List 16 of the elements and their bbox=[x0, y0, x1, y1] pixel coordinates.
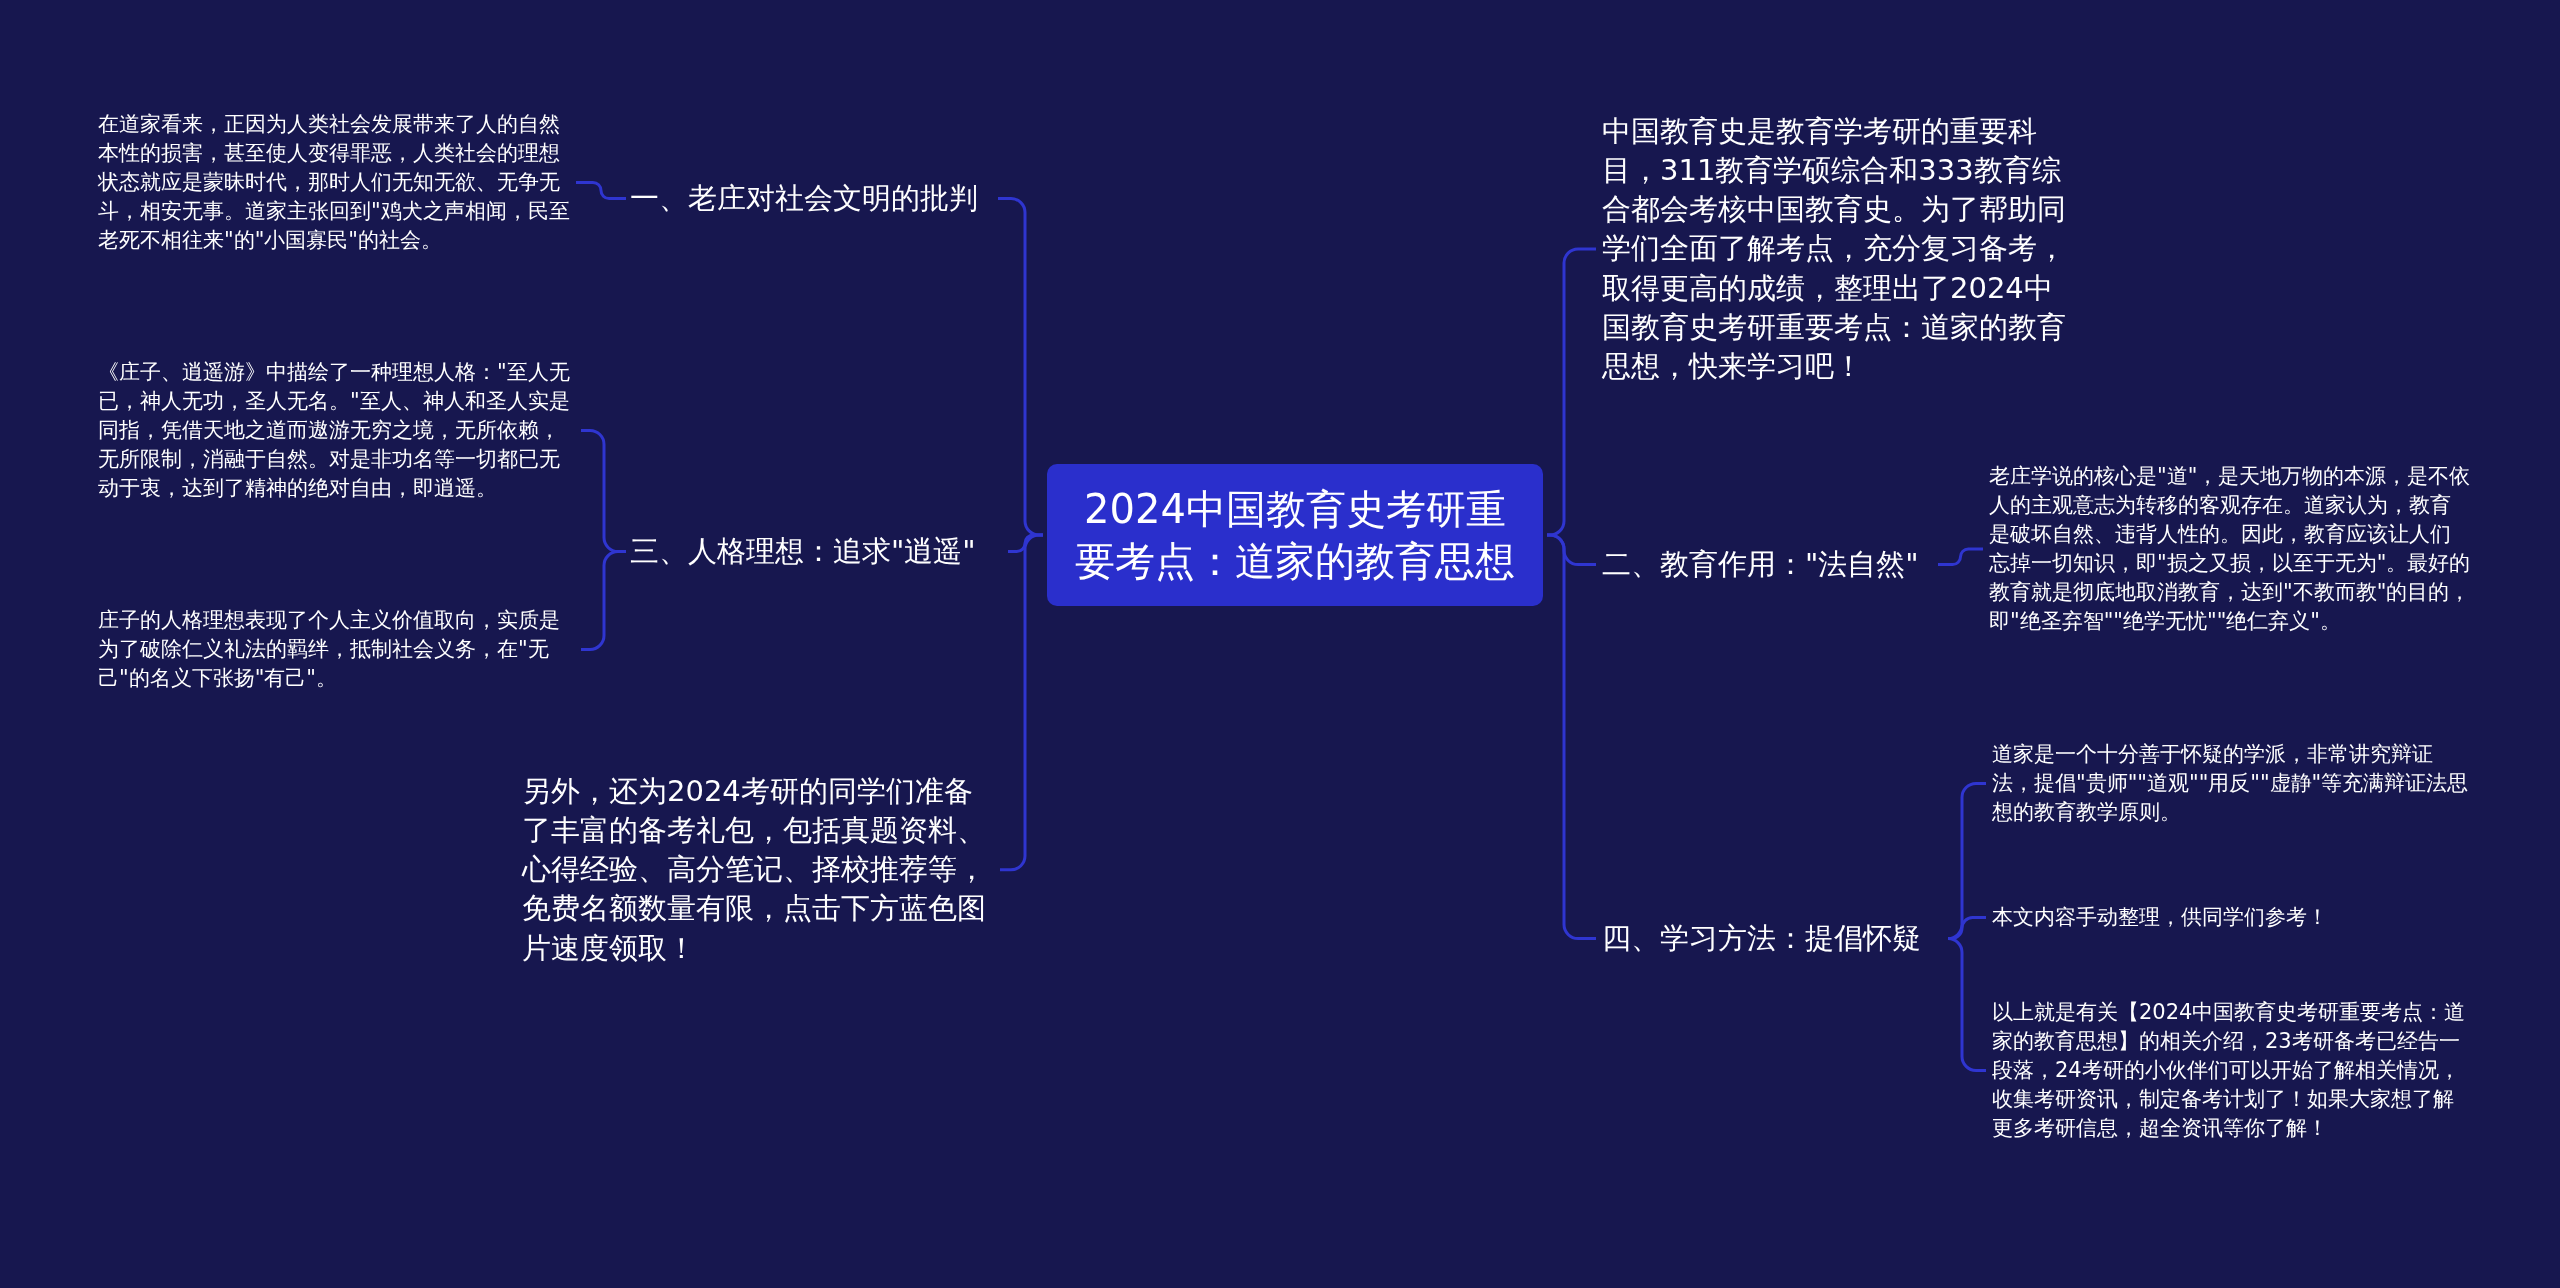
branch-topic-text: 一、老庄对社会文明的批判 bbox=[630, 179, 992, 219]
connector-line bbox=[1938, 547, 1983, 567]
note-text: 老庄学说的核心是"道"，是天地万物的本源，是不依人的主观意志为转移的客观存在。道家认为，教育是破坏自然、违背人性的。因此，教育应该让人们忘掉一切知识，即"损之又损，以至于无为"。最好的教育就是彻底地取消教育，达到"不教而教"的目的，即"绝圣弃智""绝学无忧""绝仁弃义"。 bbox=[1989, 462, 2471, 636]
note-text: 庄子的人格理想表现了个人主义价值取向，实质是为了破除仁义礼法的羁绊，抵制社会义务，在"无己"的名义下张扬"有己"。 bbox=[98, 606, 575, 693]
note-text: 在道家看来，正因为人类社会发展带来了人的自然本性的损害，甚至使人变得罪恶，人类社会的理想状态就应是蒙昧时代，那时人们无知无欲、无争无斗，相安无事。道家主张回到"鸡犬之声相闻，民至老死不相往来"的"小国寡民"的社会。 bbox=[98, 110, 570, 255]
note-text: 以上就是有关【2024中国教育史考研重要考点：道家的教育思想】的相关介绍，23考研备考已经告一段落，24考研的小伙伴们可以开始了解相关情况，收集考研资讯，制定备考计划了！如果大家想了解更多考研信息，超全资讯等你了解！ bbox=[1992, 998, 2474, 1143]
branch-topic-text: 三、人格理想：追求"逍遥" bbox=[630, 532, 1002, 572]
note-text: 本文内容手动整理，供同学们参考！ bbox=[1992, 903, 2474, 932]
note-text: 道家是一个十分善于怀疑的学派，非常讲究辩证法，提倡"贵师""道观""用反""虚静"等充满辩证法思想的教育教学原则。 bbox=[1992, 740, 2474, 827]
branch-topic-text: 二、教育作用："法自然" bbox=[1602, 545, 1934, 585]
central-topic-box: 2024中国教育史考研重要考点：道家的教育思想 bbox=[1047, 464, 1543, 606]
connector-line bbox=[576, 180, 626, 201]
note-text: 《庄子、逍遥游》中描绘了一种理想人格："至人无已，神人无功，圣人无名。"至人、神人和圣人实是同指，凭借天地之道而遨游无穷之境，无所依赖，无所限制，消融于自然。对是非功名等一切都已无动于衷，达到了精神的绝对自由，即逍遥。 bbox=[98, 358, 575, 503]
note-text: 另外，还为2024考研的同学们准备了丰富的备考礼包，包括真题资料、心得经验、高分笔记、择校推荐等，免费名额数量有限，点击下方蓝色图片速度领取！ bbox=[522, 772, 994, 968]
branch-topic-text: 四、学习方法：提倡怀疑 bbox=[1602, 919, 1944, 959]
note-text: 中国教育史是教育学考研的重要科目，311教育学硕综合和333教育综合都会考核中国教育史。为了帮助同学们全面了解考点，充分复习备考，取得更高的成绩，整理出了2024中国教育史考研重要考点：道家的教育思想，快来学习吧！ bbox=[1602, 112, 2074, 386]
